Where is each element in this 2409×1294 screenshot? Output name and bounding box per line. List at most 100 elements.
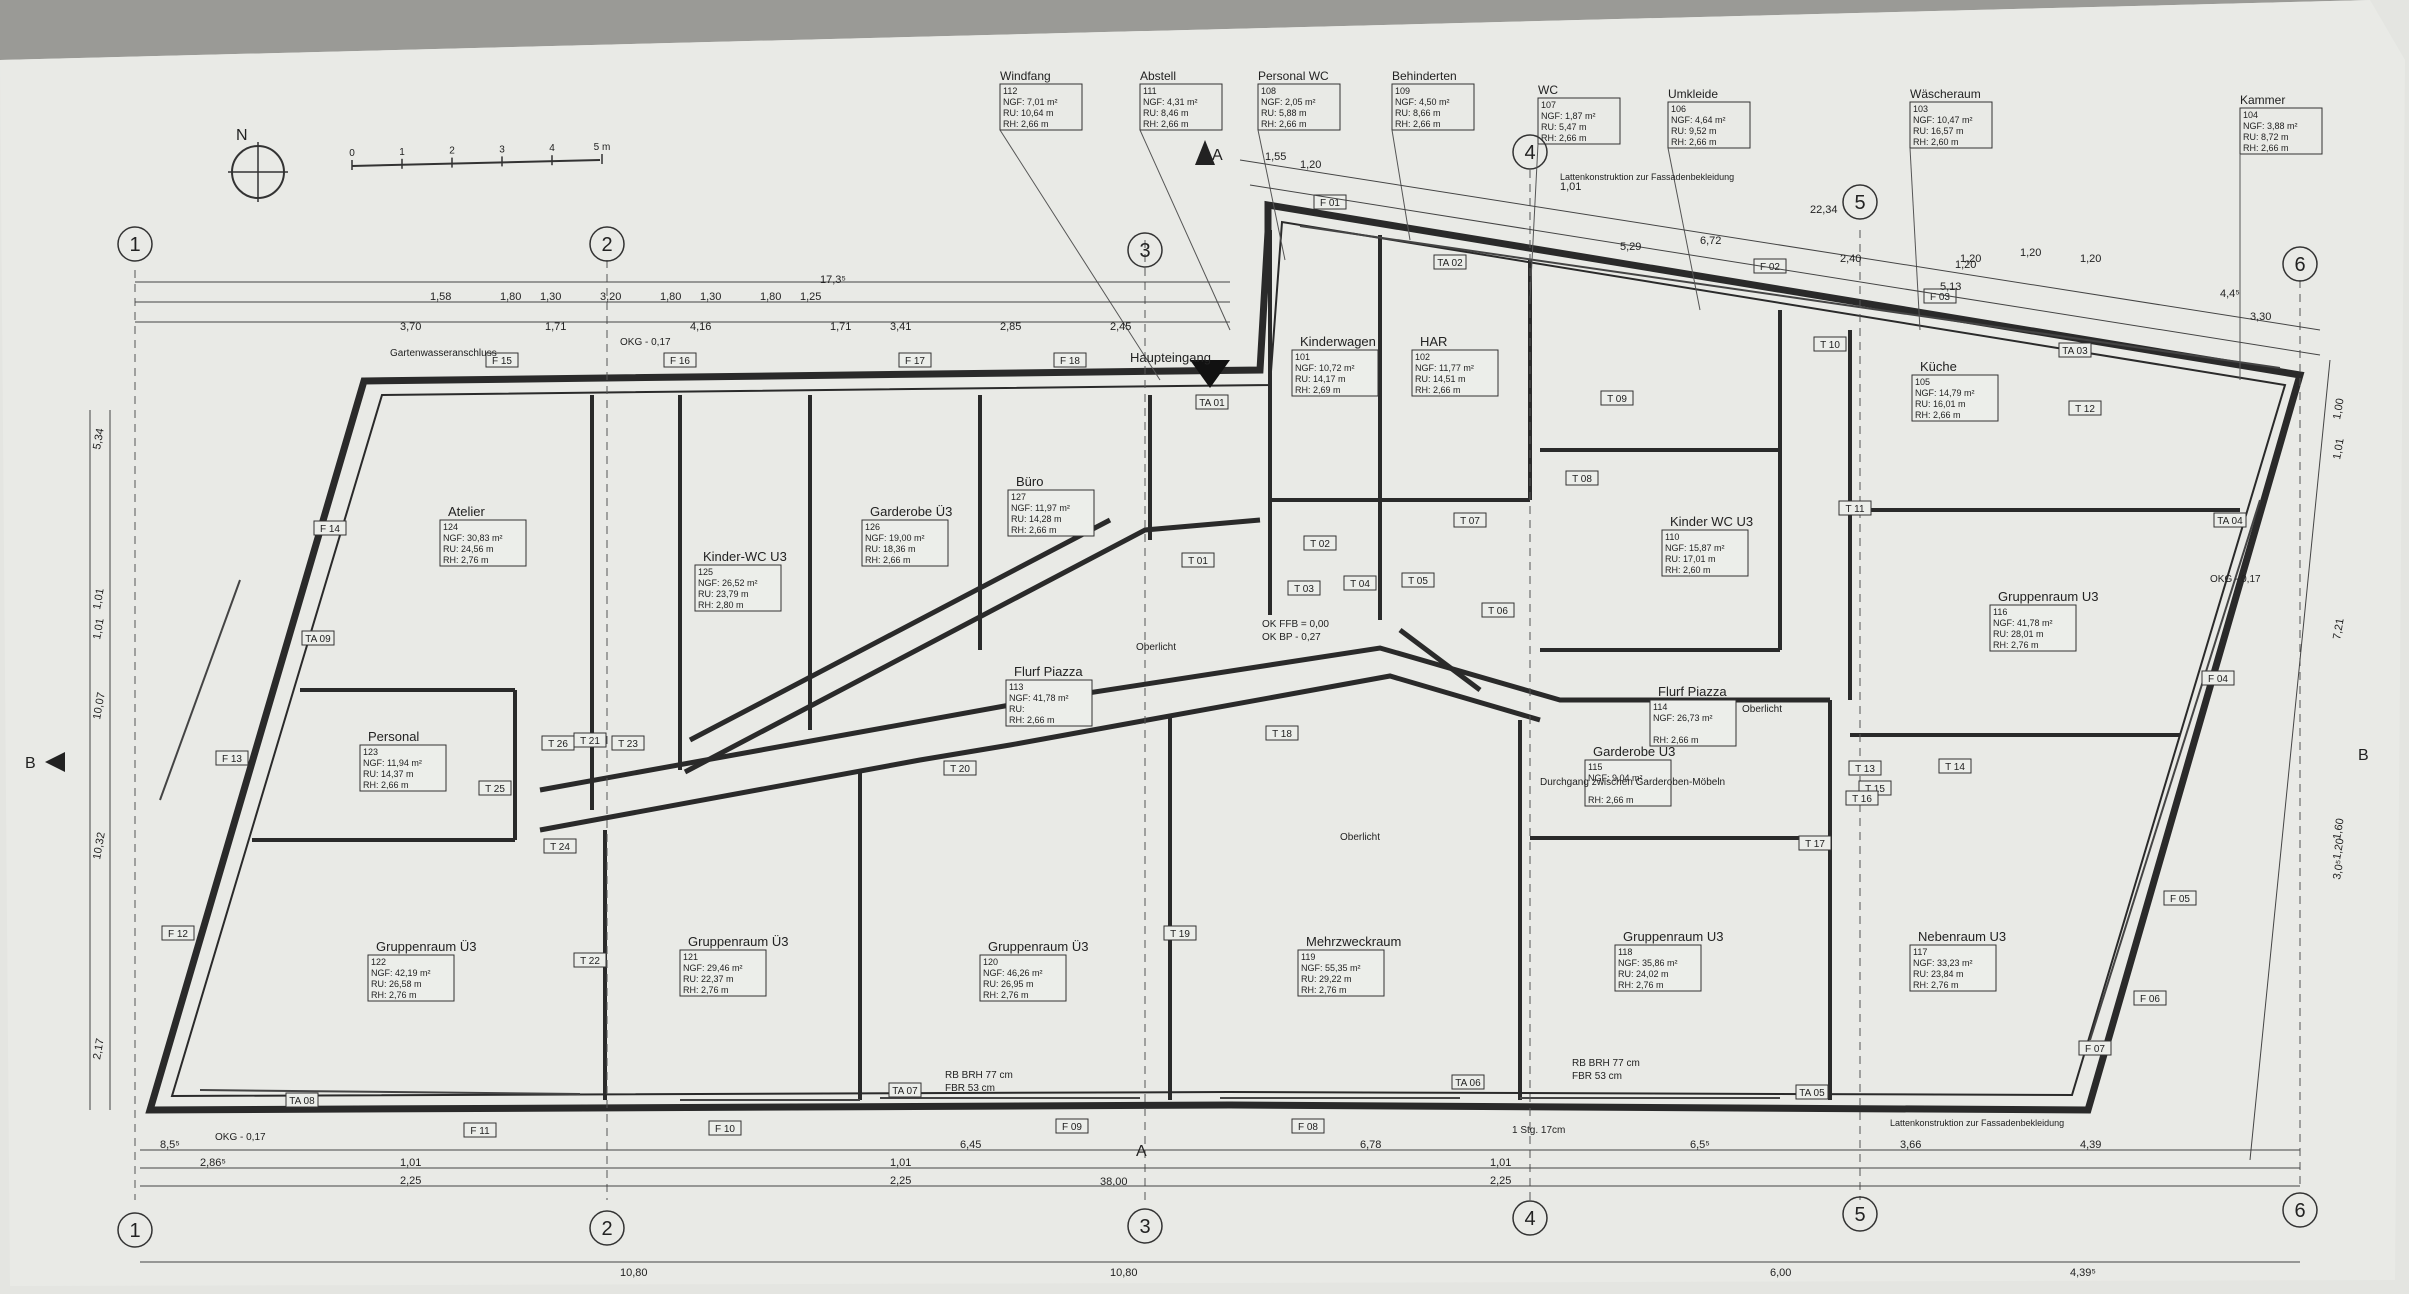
element-tag: T 24 [543,838,577,854]
dimension-value: 1,30 [540,291,561,303]
element-tag-label: F 06 [2140,994,2160,1005]
dimension-value: 1,01 [91,617,107,640]
element-tag: T 07 [1453,512,1487,528]
grid-axis-marker: 6 [2282,246,2318,282]
room-perimeter: RU: 23,79 m [698,589,749,599]
element-tag-label: TA 02 [1437,258,1463,269]
callout-room-name: Windfang [1000,69,1051,83]
callout-area: NGF: 4,31 m² [1143,97,1198,107]
element-tag: T 26 [541,735,575,751]
element-tag: T 13 [1848,760,1882,776]
room-number: 126 [865,522,880,532]
element-tag-label: T 08 [1572,474,1592,485]
ground-level-label: OKG - 0,17 [215,1132,266,1143]
element-tag-label: T 03 [1294,584,1314,595]
callout-room-number: 109 [1395,86,1410,96]
room-number: 110 [1665,532,1679,542]
element-tag-label: F 07 [2085,1044,2105,1055]
room-number: 101 [1295,352,1310,362]
grid-axis-label: 5 [1854,1204,1865,1226]
room-area: NGF: 41,78 m² [1993,618,2053,628]
room-height: RH: 2,66 m [363,780,409,790]
dimension-value: 1,58 [430,291,451,303]
element-tag: TA 05 [1795,1084,1829,1100]
section-label: B [25,755,36,772]
grid-axis-label: 6 [2294,1200,2305,1222]
callout-height: RH: 2,66 m [2243,143,2289,153]
room-number: 116 [1993,607,2007,617]
skylight-label: Oberlicht [1136,642,1176,653]
callout-area: NGF: 4,50 m² [1395,97,1450,107]
element-tag-label: T 09 [1607,394,1627,405]
element-tag-label: TA 09 [305,634,331,645]
room-name: Gruppenraum U3 [1623,929,1723,944]
element-tag-label: T 15 [1865,784,1885,795]
dimension-value: 22,34 [1810,204,1838,216]
element-tag-label: F 05 [2170,894,2190,905]
grid-axis-label: 1 [129,234,140,256]
room-area: NGF: 15,87 m² [1665,543,1725,553]
dimension-value: 17,3⁵ [820,274,846,286]
room-perimeter: RU: 14,51 m [1415,374,1466,384]
dimension-value: 1,20 [2331,837,2347,860]
skylight-label: Oberlicht [1340,832,1380,843]
callout-perimeter: RU: 8,72 m [2243,132,2289,142]
callout-height: RH: 2,66 m [1671,137,1717,147]
north-label: N [236,127,248,144]
element-tag-label: F 11 [470,1126,490,1137]
element-tag: F 16 [663,352,697,368]
element-tag-label: T 04 [1350,579,1370,590]
dimension-value: 8,5⁵ [160,1139,180,1151]
dimension-value: 7,21 [2331,617,2347,640]
room-number: 119 [1301,952,1315,962]
passage-note: Durchgang zwischen Garderoben-Möbeln [1540,777,1725,788]
room-area: NGF: 29,46 m² [683,963,743,973]
room-name: Kinderwagen [1300,334,1376,349]
dimension-value: 3,41 [890,321,911,333]
element-tag: T 25 [478,780,512,796]
room-height: RH: 2,66 m [1415,385,1461,395]
room-number: 115 [1588,762,1602,772]
grid-axis-marker: 5 [1842,1196,1878,1232]
room-area: NGF: 11,94 m² [363,758,422,768]
room-height: RH: 2,66 m [1653,735,1699,745]
entrance-arrow-icon [1190,360,1230,388]
dimension-value: 3,0⁵ [2331,859,2346,881]
sill-height-label: RB BRH 77 cm [945,1070,1013,1081]
room-height: RH: 2,76 m [1301,985,1347,995]
element-tag-label: T 18 [1272,729,1292,740]
dimension-value: 1,55 [1265,151,1286,163]
dimension-value: 4,39 [2080,1139,2101,1151]
dimension-value: 1,01 [1490,1157,1511,1169]
room-height: RH: 2,76 m [371,990,417,1000]
callout-room-number: 111 [1143,86,1157,96]
room-height: RH: 2,76 m [1618,980,1664,990]
room-perimeter: RU: 16,01 m [1915,399,1966,409]
dimension-value: 10,80 [1110,1267,1138,1279]
dimension-value: 1,01 [91,587,107,610]
grid-axis-label: 5 [1854,192,1865,214]
room-name: HAR [1420,334,1447,349]
room-name: Kinder-WC U3 [703,549,787,564]
element-tag: F 01 [1313,194,1347,210]
dimension-value: 2,86⁵ [200,1157,226,1169]
dimension-value: 5,13 [1940,281,1961,293]
element-tag: T 05 [1401,572,1435,588]
dimension-value: 1,01 [400,1157,421,1169]
scale-label: 0 [349,148,355,159]
element-tag: F 13 [215,750,249,766]
dimension-value: 1,20 [1960,253,1981,265]
room-height: RH: 2,76 m [983,990,1029,1000]
callout-room-number: 104 [2243,110,2258,120]
grid-axis-marker: 5 [1842,184,1878,220]
room-number: 114 [1653,702,1667,712]
